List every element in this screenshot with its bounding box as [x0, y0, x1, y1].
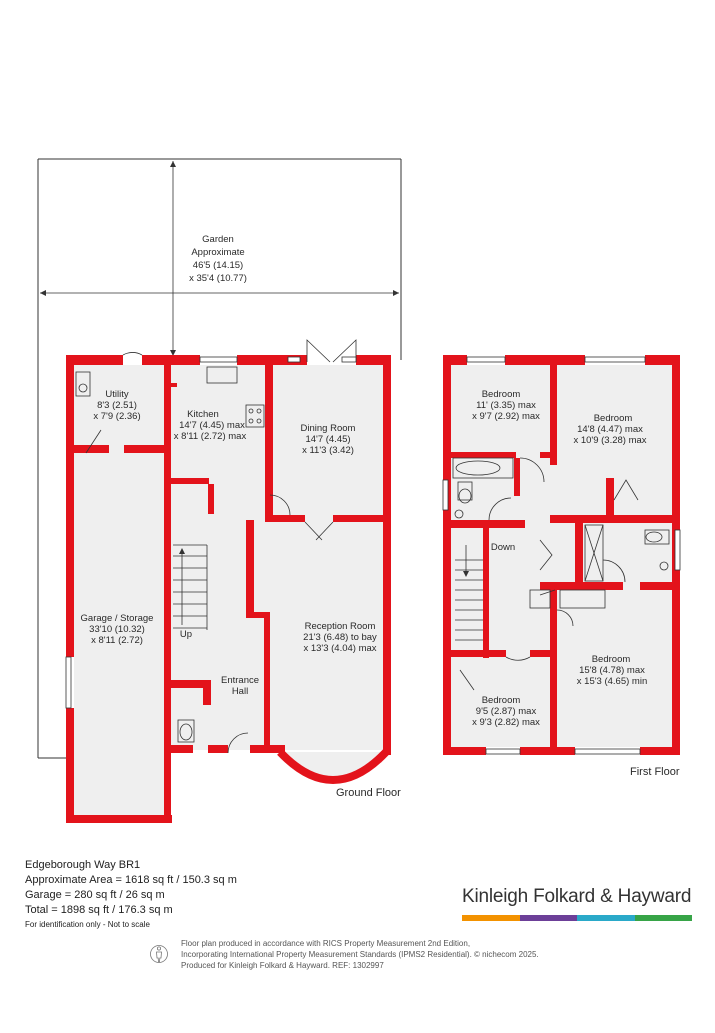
bed4-line2: 9'5 (2.87) max: [476, 706, 537, 717]
garden-name: Garden: [202, 234, 234, 245]
garden-line4: x 35'4 (10.77): [189, 273, 247, 284]
kitchen-name: Kitchen: [187, 409, 219, 420]
footnote-line1: Floor plan produced in accordance with R…: [181, 939, 471, 948]
brand-bar-orange: [462, 915, 520, 921]
footnote-line3: Produced for Kinleigh Folkard & Hayward.…: [181, 961, 384, 970]
stairs-down-label: Down: [491, 542, 515, 553]
utility-line2: 8'3 (2.51): [97, 400, 137, 411]
bed3-line3: x 15'3 (4.65) min: [577, 676, 647, 687]
reception-line2: 21'3 (6.48) to bay: [303, 632, 377, 643]
garden-label: Garden Approximate 46'5 (14.15) x 35'4 (…: [189, 234, 247, 284]
ground-floor-walls: [66, 355, 391, 823]
dining-line3: x 11'3 (3.42): [302, 445, 354, 456]
brand-bar-green: [634, 915, 692, 921]
first-stair-treads: [455, 559, 483, 641]
garage-line2: 33'10 (10.32): [89, 624, 145, 635]
ground-floor-label: Ground Floor: [336, 787, 401, 799]
kitchen-line2: 14'7 (4.45) max: [179, 420, 245, 431]
bed1-line2: 11' (3.35) max: [476, 400, 536, 411]
brand-name: Kinleigh Folkard & Hayward: [462, 886, 692, 907]
hall-label: Entrance Hall: [221, 675, 259, 697]
bed2-name: Bedroom: [594, 413, 633, 424]
bed2-label: Bedroom 14'8 (4.47) max x 10'9 (3.28) ma…: [573, 413, 646, 446]
scale-note: For identification only - Not to scale: [25, 920, 150, 929]
footnote: Floor plan produced in accordance with R…: [181, 938, 581, 971]
utility-line3: x 7'9 (2.36): [93, 411, 140, 422]
utility-label: Utility 8'3 (2.51) x 7'9 (2.36): [93, 389, 140, 422]
approximate-area: Approximate Area = 1618 sq ft / 150.3 sq…: [25, 874, 237, 886]
bed2-line3: x 10'9 (3.28) max: [573, 435, 646, 446]
bed2-line2: 14'8 (4.47) max: [577, 424, 643, 435]
property-info: Edgeborough Way BR1 Approximate Area = 1…: [25, 858, 237, 932]
brand-bar-cyan: [577, 915, 635, 921]
ground-floor-fill: [74, 365, 384, 817]
garden-line2: Approximate: [191, 247, 244, 258]
total-area: Total = 1898 sq ft / 176.3 sq m: [25, 904, 173, 916]
ground-stair-treads: [173, 545, 208, 630]
reception-label: Reception Room 21'3 (6.48) to bay x 13'3…: [303, 621, 377, 654]
brand-color-bar: [462, 915, 692, 921]
dining-label: Dining Room 14'7 (4.45) x 11'3 (3.42): [301, 423, 356, 456]
first-floor-label: First Floor: [630, 766, 680, 778]
dining-line2: 14'7 (4.45): [305, 434, 350, 445]
bed3-label: Bedroom 15'8 (4.78) max x 15'3 (4.65) mi…: [577, 654, 647, 687]
stairs-up-label: Up: [180, 629, 192, 640]
bed1-name: Bedroom: [482, 389, 521, 400]
kitchen-line3: x 8'11 (2.72) max: [174, 431, 247, 442]
reception-name: Reception Room: [305, 621, 376, 632]
garage-name: Garage / Storage: [81, 613, 154, 624]
first-floor-fixtures: [442, 356, 681, 755]
ipms-person-icon: [150, 945, 168, 963]
utility-name: Utility: [105, 389, 128, 400]
kitchen-label: Kitchen 14'7 (4.45) max x 8'11 (2.72) ma…: [174, 409, 247, 442]
ground-floor-fixtures: [65, 339, 357, 754]
garage-label: Garage / Storage 33'10 (10.32) x 8'11 (2…: [81, 613, 154, 646]
bed3-line2: 15'8 (4.78) max: [579, 665, 645, 676]
garage-area: Garage = 280 sq ft / 26 sq m: [25, 889, 165, 901]
footnote-line2: Incorporating International Property Mea…: [181, 950, 539, 959]
dining-name: Dining Room: [301, 423, 356, 434]
reception-line3: x 13'3 (4.04) max: [303, 643, 376, 654]
bed4-label: Bedroom 9'5 (2.87) max x 9'3 (2.82) max: [472, 695, 540, 728]
garage-line3: x 8'11 (2.72): [91, 635, 143, 646]
bed3-name: Bedroom: [592, 654, 631, 665]
bed4-name: Bedroom: [482, 695, 521, 706]
garden-line3: 46'5 (14.15): [193, 260, 243, 271]
address: Edgeborough Way BR1: [25, 859, 141, 871]
bed1-line3: x 9'7 (2.92) max: [472, 411, 540, 422]
bed4-line3: x 9'3 (2.82) max: [472, 717, 540, 728]
hall-name: Entrance: [221, 675, 259, 686]
hall-line2: Hall: [232, 686, 248, 697]
bed1-label: Bedroom 11' (3.35) max x 9'7 (2.92) max: [472, 389, 540, 422]
garden-outline: [37, 158, 402, 759]
brand-bar-purple: [519, 915, 577, 921]
